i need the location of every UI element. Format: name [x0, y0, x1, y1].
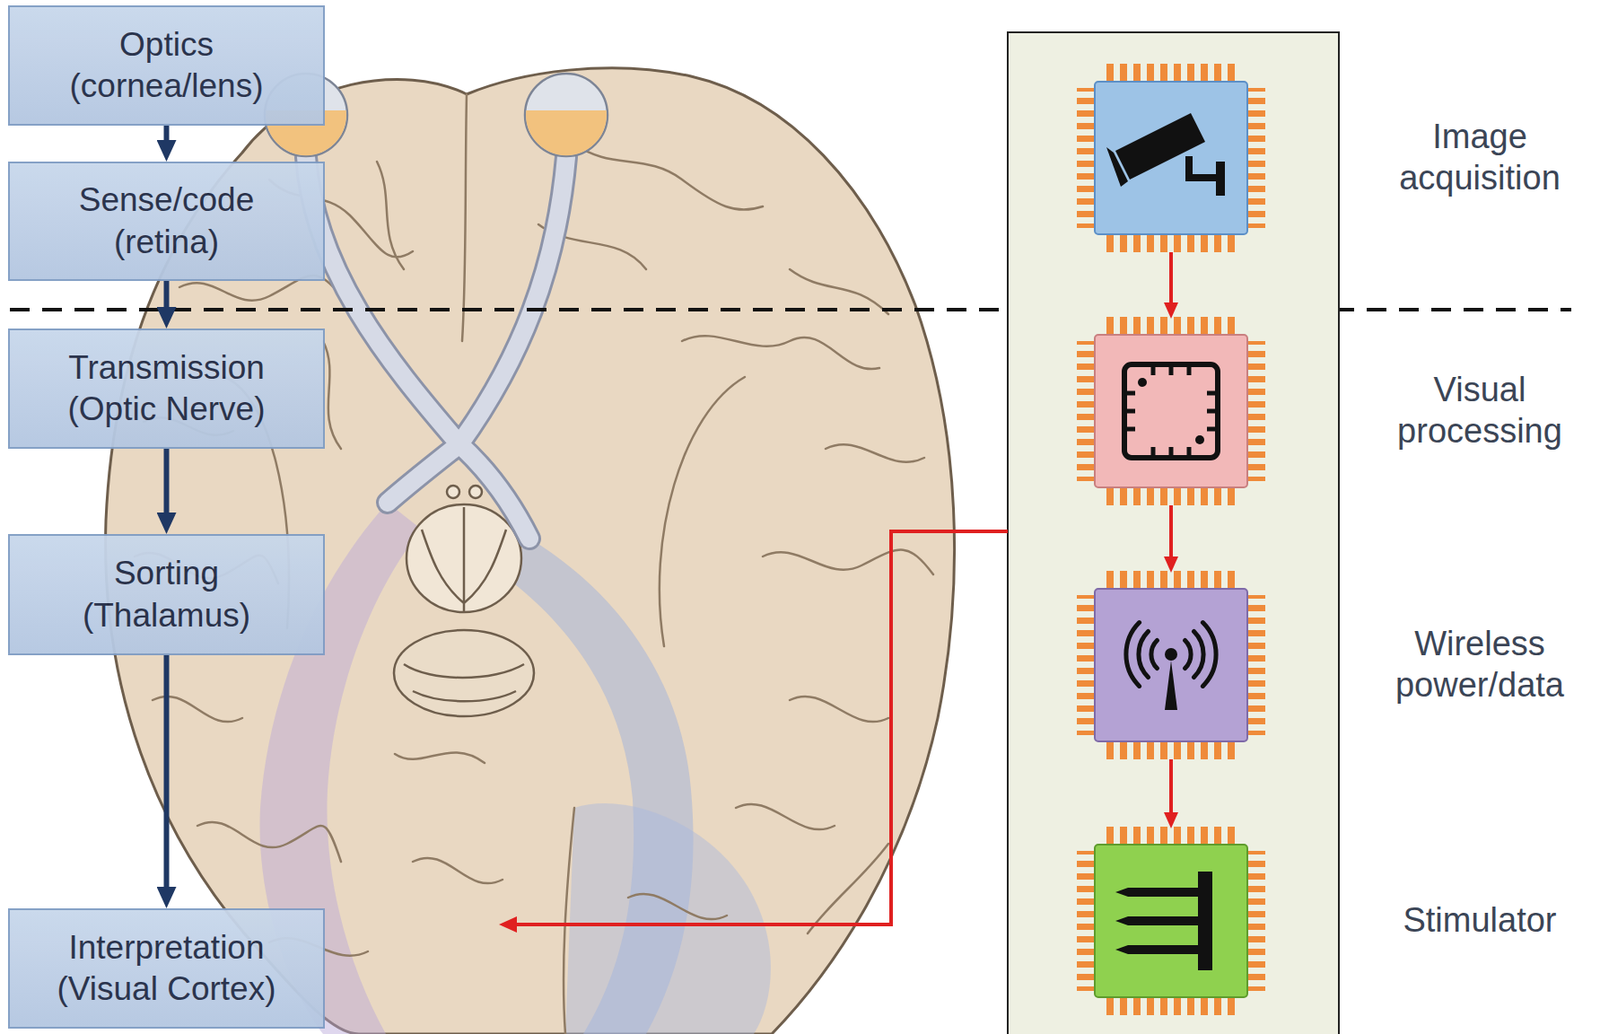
- gyrus-line: [197, 821, 341, 862]
- gyrus-line: [152, 696, 243, 722]
- box-label: Optics (cornea/lens): [36, 24, 298, 108]
- cerebellum-shape: [393, 629, 534, 717]
- camera-mount: [1215, 161, 1225, 196]
- electrode: [1115, 916, 1198, 926]
- box-label: Sorting (Thalamus): [36, 552, 298, 637]
- gyrus-line: [323, 340, 341, 449]
- gyrus-line: [825, 444, 925, 463]
- flow-arrow: [164, 655, 170, 898]
- chip-pins: [1076, 316, 1266, 506]
- eye-right: [524, 73, 608, 157]
- gyrus-line: [789, 696, 889, 722]
- processor-legs: [1124, 364, 1218, 458]
- implant-connector: [507, 531, 1008, 925]
- chip-pins: [1076, 826, 1266, 1015]
- camera-mount: [1189, 156, 1221, 178]
- chip-label: Visual processing: [1376, 369, 1583, 452]
- wireless-chip: [1076, 570, 1266, 760]
- midbrain-shape: [406, 504, 522, 613]
- stimulator-chip: [1076, 826, 1266, 1015]
- flow-arrow: [1169, 252, 1173, 310]
- chip-pins: [1076, 570, 1266, 760]
- eyeball: [524, 73, 608, 157]
- chip-body: [1094, 844, 1248, 997]
- mammillary-body: [446, 485, 460, 499]
- processor-chip: [1076, 316, 1266, 506]
- chip-node: Visual processing: [1076, 316, 1266, 506]
- optic-pathway: [306, 157, 567, 539]
- electrode: [1115, 944, 1198, 954]
- flow-arrow: [164, 280, 170, 318]
- peduncle-line: [421, 507, 507, 613]
- flow-arrow: [164, 448, 170, 524]
- chip-body: [1094, 81, 1248, 235]
- process-box: Interpretation (Visual Cortex): [8, 908, 325, 1029]
- implant-panel: [1007, 32, 1339, 1034]
- gyrus-line: [659, 376, 745, 647]
- box-label: Transmission (Optic Nerve): [36, 347, 298, 431]
- gyrus-line: [628, 893, 727, 919]
- electrode-bar: [1197, 871, 1213, 971]
- chip-body: [1094, 334, 1248, 488]
- gyrus-line: [574, 143, 763, 210]
- chip-label: Image acquisition: [1376, 116, 1583, 199]
- gyrus-line: [462, 94, 467, 341]
- chip-node: Stimulator: [1076, 826, 1266, 1015]
- occipital-region: [565, 803, 771, 1034]
- flow-arrow: [1169, 759, 1173, 820]
- processor-dot: [1137, 377, 1147, 387]
- gyrus-line: [735, 804, 835, 830]
- optic-nerve-outline: [306, 157, 567, 539]
- box-label: Sense/code (retina): [36, 179, 298, 263]
- chip-pins: [1076, 63, 1266, 253]
- flow-arrow: [1169, 505, 1173, 564]
- gyrus-line: [681, 335, 880, 369]
- box-label: Interpretation (Visual Cortex): [36, 926, 298, 1011]
- eye-lens: [525, 110, 607, 156]
- gyrus-line: [394, 751, 485, 763]
- mammillary-body: [469, 485, 482, 499]
- process-box: Transmission (Optic Nerve): [8, 328, 325, 449]
- chip-node: Image acquisition: [1076, 63, 1266, 253]
- camera-icon: [1106, 147, 1128, 187]
- cerebellum-fold: [403, 664, 525, 701]
- flow-arrow: [164, 125, 170, 151]
- gyrus-line: [376, 161, 404, 270]
- processor-dot: [1195, 435, 1205, 445]
- processor-icon: [1124, 364, 1218, 458]
- gyrus-line: [563, 807, 575, 1034]
- chip-body: [1094, 588, 1248, 742]
- gyrus-line: [807, 843, 889, 934]
- camera-chip: [1076, 63, 1266, 253]
- electrode: [1115, 887, 1198, 897]
- antenna-icon: [1164, 647, 1178, 661]
- process-box: Sorting (Thalamus): [8, 533, 325, 656]
- antenna-mast: [1164, 660, 1178, 710]
- gyrus-line: [412, 857, 503, 884]
- gyrus-line: [789, 269, 889, 315]
- chip-label: Stimulator: [1376, 900, 1583, 942]
- chip-label: Wireless power/data: [1376, 623, 1583, 706]
- process-box: Optics (cornea/lens): [8, 5, 325, 126]
- gyrus-line: [762, 550, 934, 576]
- process-box: Sense/code (retina): [8, 161, 325, 281]
- chip-node: Wireless power/data: [1076, 570, 1266, 760]
- optic-nerve: [306, 157, 567, 539]
